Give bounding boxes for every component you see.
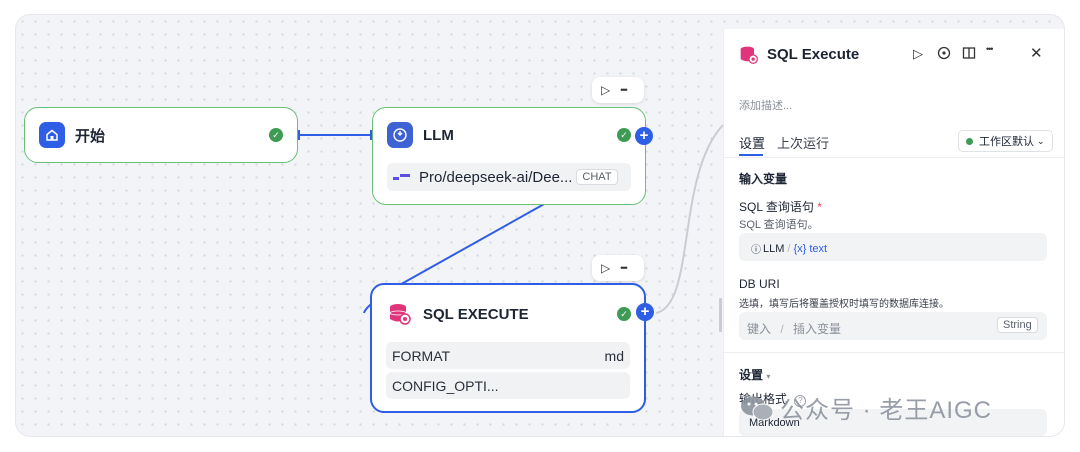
llm-node[interactable]: LLM ✓ Pro/deepseek-ai/Dee... CHAT: [372, 107, 646, 205]
edge-handle-start-out: [296, 130, 300, 140]
start-node[interactable]: 开始 ✓: [24, 107, 298, 163]
chevron-down-icon: ⌄: [1037, 135, 1045, 146]
close-icon[interactable]: ✕: [1030, 45, 1043, 62]
format-row[interactable]: FORMAT md: [386, 342, 630, 369]
wechat-icon: [741, 396, 774, 420]
variable-reference[interactable]: ⓘ LLM / {x} text: [751, 242, 828, 257]
divider: [724, 157, 1064, 158]
tab-last-run[interactable]: 上次运行: [777, 136, 830, 151]
panel-title: SQL Execute: [767, 46, 860, 63]
llm-node-toolbar: ▷ •••: [592, 77, 644, 103]
input-section-title: 输入变量: [739, 172, 788, 186]
settings-section-title[interactable]: 设置 ▾: [739, 368, 771, 382]
workspace-label: 工作区默认: [979, 136, 1034, 148]
format-label: FORMAT: [392, 347, 451, 364]
type-tag: String: [997, 317, 1038, 333]
divider: [724, 352, 1064, 353]
llm-icon: ⓘ: [751, 245, 761, 256]
description-input[interactable]: 添加描述...: [739, 100, 793, 112]
check-icon: ✓: [617, 128, 631, 142]
check-icon: ✓: [269, 128, 283, 142]
panel-resize-handle: [719, 298, 722, 332]
watermark: 公众号 · 老王AIGC: [740, 390, 992, 425]
sql-query-input[interactable]: ⓘ LLM / {x} text: [739, 233, 1047, 261]
check-icon: ✓: [617, 307, 631, 321]
add-node-plus-icon[interactable]: +: [636, 303, 654, 321]
help-icon: ?: [794, 395, 807, 407]
model-provider-icon: [393, 174, 410, 180]
output-format-value: Markdown: [749, 417, 800, 429]
add-node-plus-icon[interactable]: +: [635, 127, 653, 145]
config-label: CONFIG_OPTI...: [392, 377, 499, 394]
llm-node-title: LLM: [423, 126, 454, 144]
model-type-tag: CHAT: [576, 169, 618, 185]
run-icon[interactable]: ▷: [913, 46, 923, 61]
tab-settings[interactable]: 设置: [739, 136, 766, 151]
start-node-title: 开始: [75, 127, 106, 145]
db-uri-label: DB URI: [739, 277, 780, 291]
book-icon[interactable]: [962, 46, 976, 65]
more-icon[interactable]: •••: [986, 44, 994, 54]
sql-node-title: SQL EXECUTE: [423, 305, 529, 323]
active-tab-indicator: [739, 154, 763, 156]
sql-field-label: SQL 查询语句 *: [739, 200, 822, 214]
workspace-selector[interactable]: 工作区默认 ⌄: [958, 130, 1053, 152]
sql-node-toolbar: ▷ •••: [592, 255, 644, 281]
db-uri-input[interactable]: 键入 / 插入变量 String: [739, 312, 1047, 340]
target-icon[interactable]: [937, 46, 951, 65]
output-format-select[interactable]: Markdown: [739, 409, 1047, 436]
edge-sql-out: [655, 124, 724, 314]
sql-execute-node[interactable]: SQL EXECUTE ✓ FORMAT md CONFIG_OPTI...: [370, 283, 646, 413]
model-selector[interactable]: Pro/deepseek-ai/Dee... CHAT: [387, 163, 631, 191]
db-uri-hint: 选填，填写后将覆盖授权时填写的数据库连接。: [739, 299, 949, 310]
database-icon: [739, 45, 759, 70]
more-icon[interactable]: •••: [620, 263, 628, 273]
format-value: md: [604, 347, 624, 364]
node-settings-panel: SQL Execute ▷ ••• ✕ 添加描述... 设置 上次运行 工作区默…: [723, 29, 1064, 436]
home-icon: [39, 122, 65, 148]
workflow-canvas[interactable]: 开始 ✓ ▷ ••• LLM ✓ Pro/deepseek-ai/Dee... …: [16, 15, 1064, 436]
sql-field-hint: SQL 查询语句。: [739, 219, 819, 231]
database-icon: [387, 301, 413, 327]
db-uri-placeholder: 键入 / 插入变量: [747, 322, 842, 336]
model-name: Pro/deepseek-ai/Dee...: [419, 168, 573, 186]
config-row[interactable]: CONFIG_OPTI...: [386, 372, 630, 399]
run-icon[interactable]: ▷: [601, 261, 611, 275]
llm-icon: [387, 122, 413, 148]
more-icon[interactable]: •••: [620, 85, 628, 95]
status-dot: [966, 137, 973, 145]
watermark-text: 公众号 · 老王AIGC: [780, 397, 993, 424]
run-icon[interactable]: ▷: [601, 83, 611, 97]
